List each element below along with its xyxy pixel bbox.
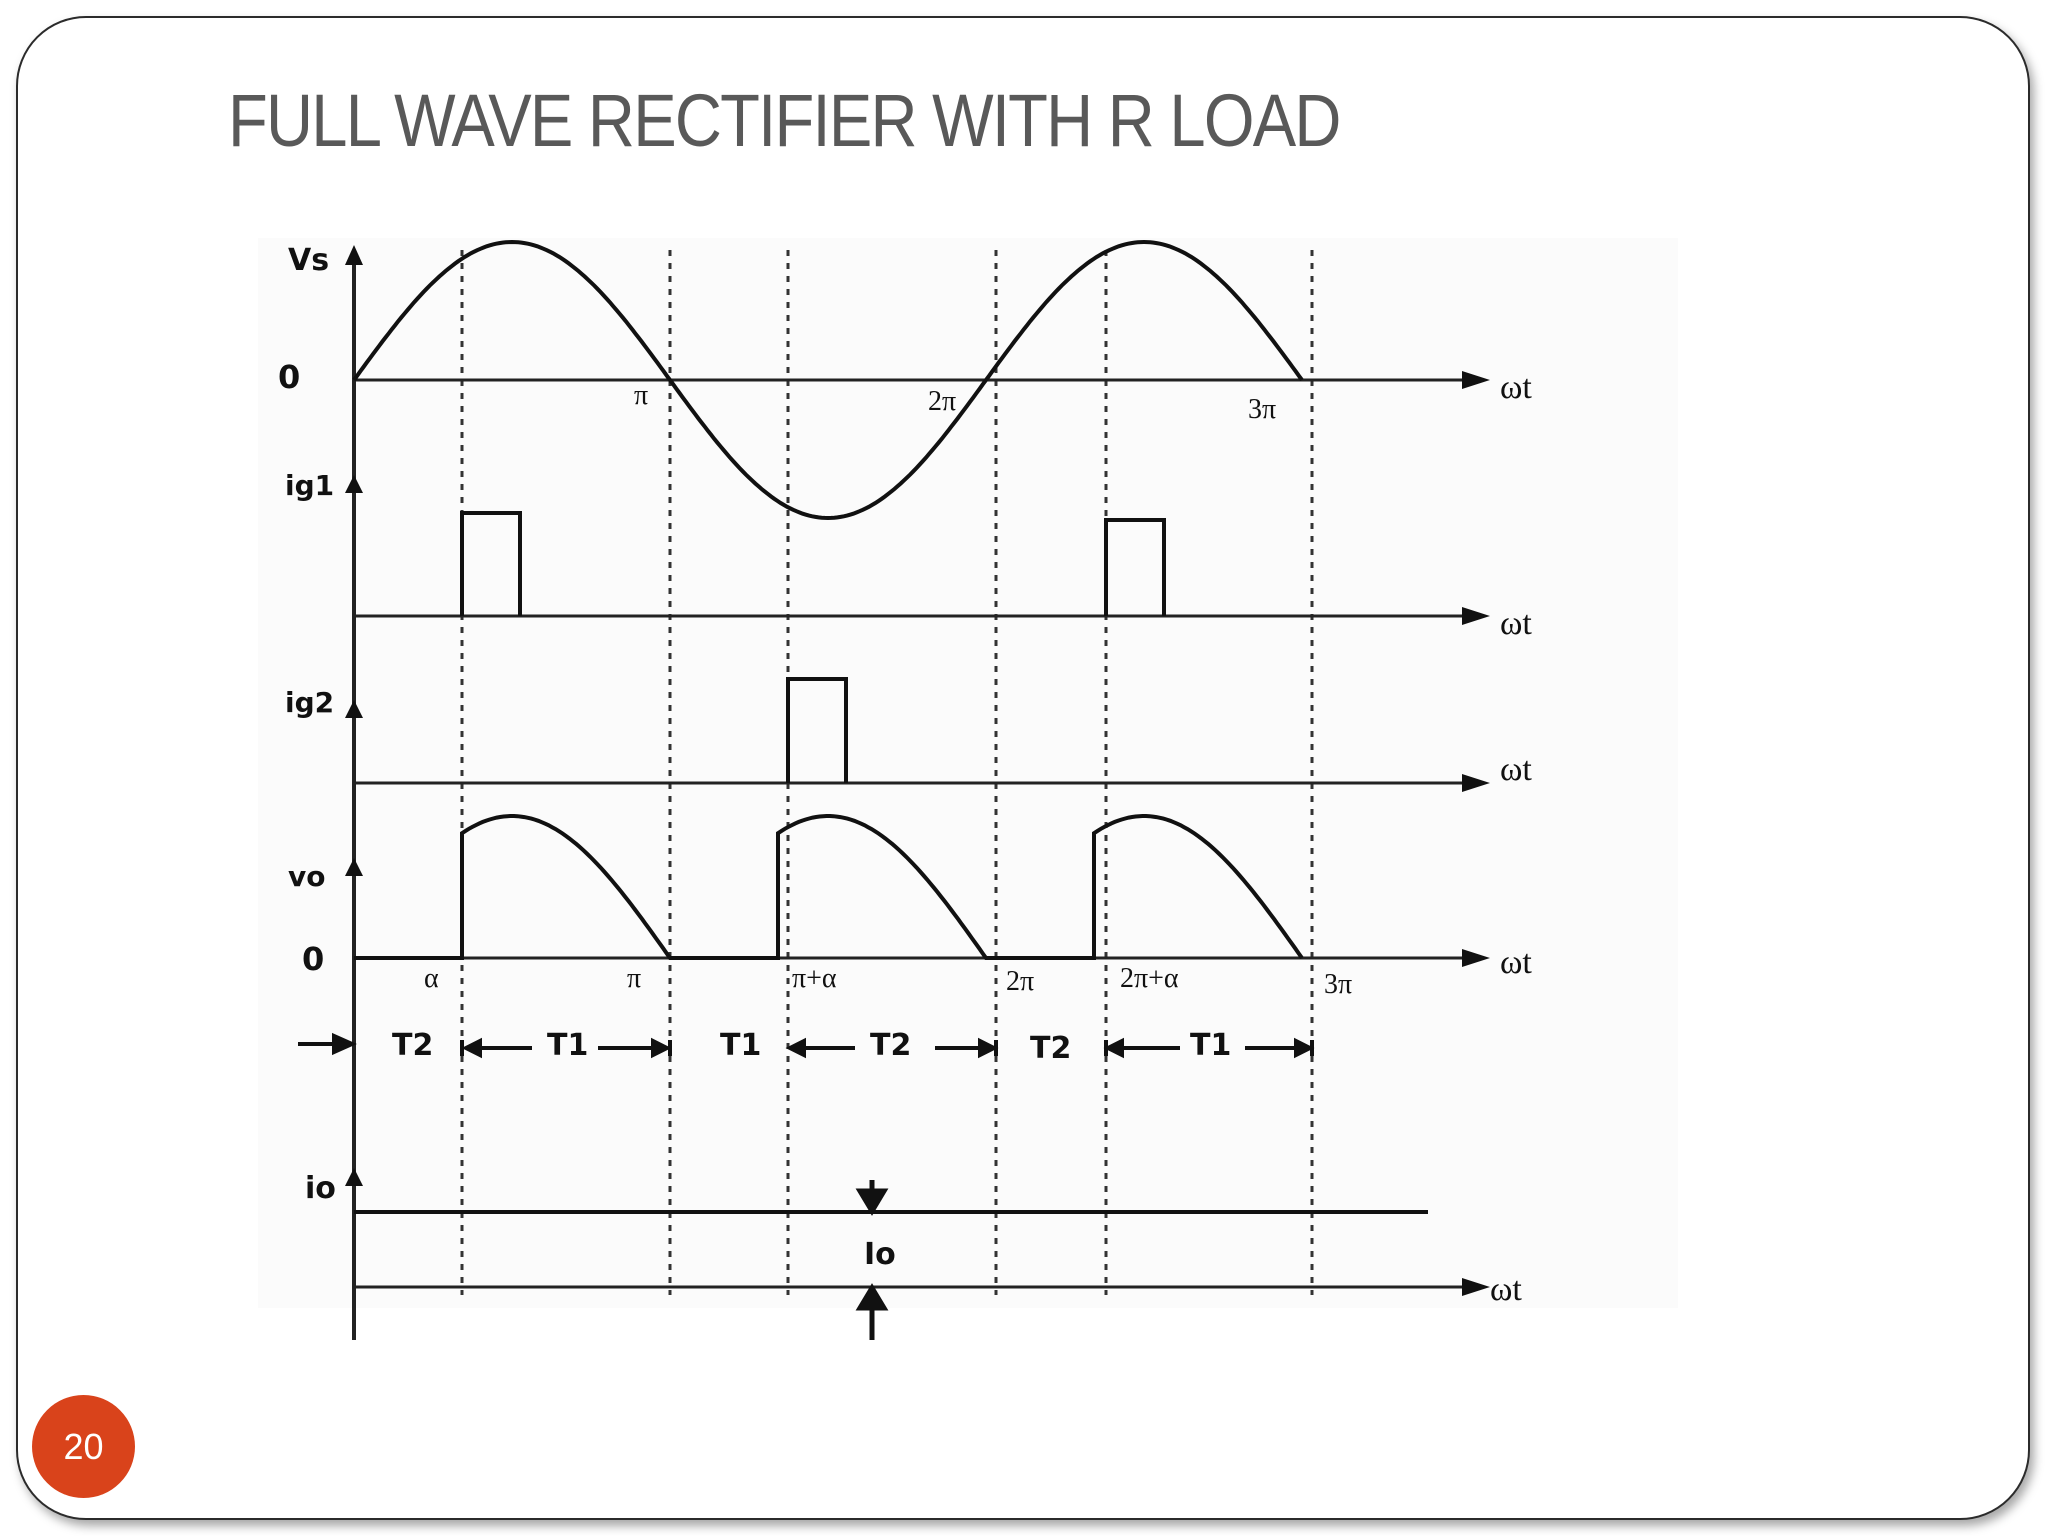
time-axis-arrows [1462,371,1490,1296]
ig2-pulse-1 [786,677,848,783]
ig2-axis-arrow [345,700,363,718]
t1-span1-right-head [651,1037,672,1059]
io-bottom-arrow-head [855,1283,889,1311]
t1-span2-left-head [1103,1037,1124,1059]
ig1-axis-label: ig1 [285,469,334,502]
vo-time-arrow [1462,949,1490,967]
interval-label-1: T2 [392,1028,433,1063]
t1-span1-left-head [461,1037,482,1059]
vs-tick-3pi: 3π [1248,394,1276,425]
vs-zero-label: 0 [278,358,300,396]
vs-tick-2pi: 2π [928,386,956,417]
ig2-axis-label: ig2 [285,686,334,719]
t2-span-left-head [785,1037,806,1059]
ig1-pulse-1 [460,511,522,616]
ig2-time-arrow [1462,774,1490,792]
vo-output-waveform [354,814,1304,960]
ig1-axis-arrow [345,475,363,493]
interval-label-5: T2 [1030,1031,1071,1066]
vs-time-arrow [1462,371,1490,389]
vo-tick-2pi: 2π [1006,966,1034,997]
io-dimension-arrows [855,1180,889,1340]
interval-label-6: T1 [1190,1028,1231,1063]
vo-zero-label: 0 [302,940,324,978]
ig2-pulses [786,677,848,783]
io-top-arrow-head [855,1188,889,1216]
vs-tick-pi: π [634,380,648,411]
interval-label-4: T2 [870,1028,911,1063]
time-axes [354,378,1470,1289]
vo-axis-arrow [345,858,363,876]
io-axis-label: io [305,1171,336,1206]
slide-title: FULL WAVE RECTIFIER WITH R LOAD [228,79,1341,162]
vo-time-label: ωt [1500,944,1532,981]
vs-axis-arrow [345,245,363,265]
vo-tick-pi-alpha: π+α [792,963,837,994]
page-number-badge: 20 [32,1395,135,1498]
io-time-label: ωt [1490,1271,1522,1308]
t1-span2-right-head [1294,1037,1315,1059]
vo-axis-label: vo [288,860,326,893]
io-time-arrow [1462,1278,1490,1296]
ig1-time-arrow [1462,607,1490,625]
io-level-label: Io [864,1237,896,1272]
io-axis-arrow [345,1168,363,1186]
diagram-background [258,238,1678,1308]
vs-time-label: ωt [1500,369,1532,406]
vs-axis-label: Vs [288,243,329,278]
t2-lead-arrow-head [332,1032,357,1056]
ig1-pulse-2 [1104,518,1166,616]
conduction-markers [298,1032,1315,1059]
interval-label-3: T1 [720,1028,761,1063]
vo-tick-pi: π [627,963,641,994]
vo-tick-2pi-alpha: 2π+α [1120,963,1179,994]
t2-span-right-head [978,1037,999,1059]
ig1-pulses [460,511,1166,616]
vo-tick-3pi: 3π [1324,969,1352,1000]
interval-label-2: T1 [547,1028,588,1063]
vs-sine-waveform [352,239,1304,521]
ig1-time-label: ωt [1500,605,1532,642]
vo-tick-alpha: α [424,963,439,994]
ig2-time-label: ωt [1500,751,1532,788]
